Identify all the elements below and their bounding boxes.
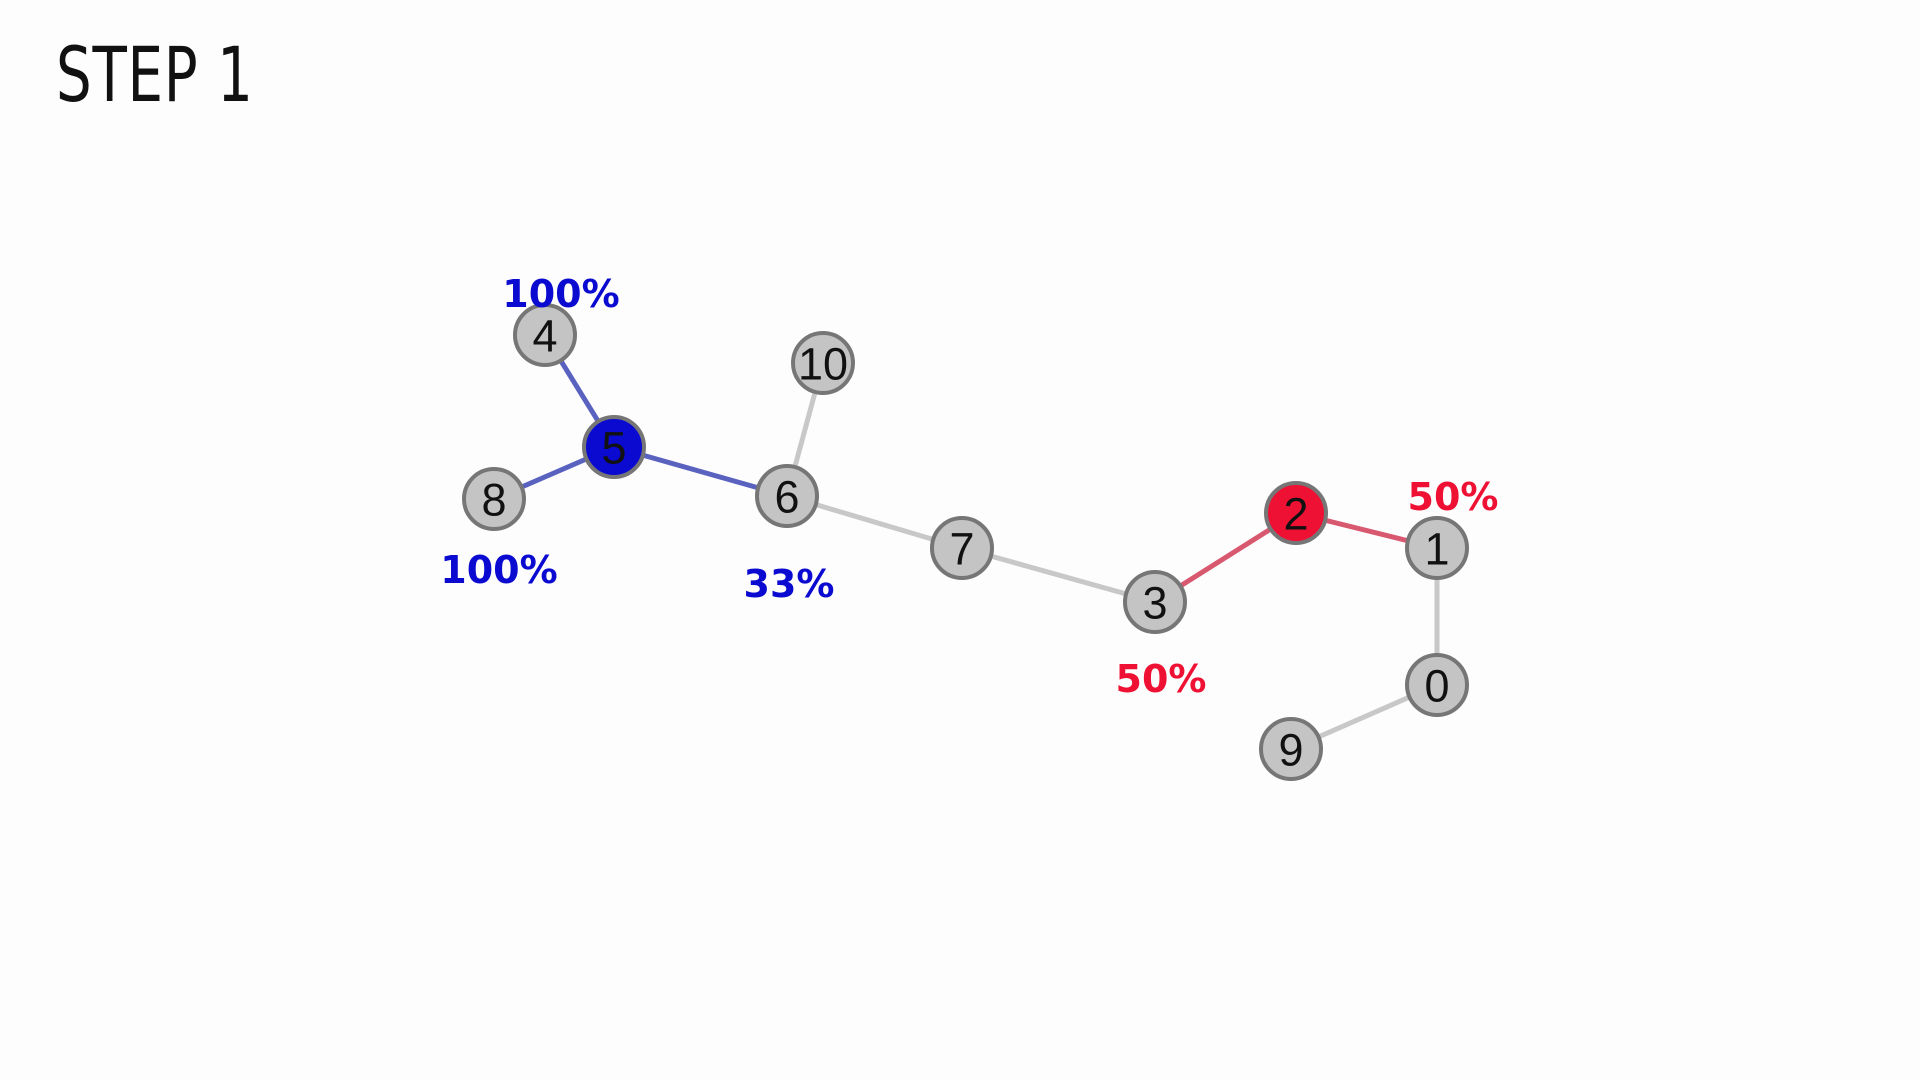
percent-label-node-6: 33% <box>744 562 835 606</box>
node-label: 5 <box>601 423 626 474</box>
percent-label-node-3: 50% <box>1116 657 1207 701</box>
percent-label-node-8: 100% <box>440 548 557 592</box>
node-label: 4 <box>532 311 557 362</box>
node-label: 7 <box>949 524 974 575</box>
node-circle <box>930 516 994 580</box>
node-circle <box>513 303 577 367</box>
node-circle <box>462 467 526 531</box>
nodes-layer: 0 1 2 3 4 5 6 7 8 9 10 <box>462 303 1469 781</box>
node-3: 3 <box>1123 570 1187 634</box>
node-circle <box>1259 717 1323 781</box>
node-circle <box>582 415 646 479</box>
node-circle <box>1405 653 1469 717</box>
edge-7-3 <box>959 545 1158 605</box>
node-7: 7 <box>930 516 994 580</box>
percent-labels-layer: 100% 100% 33% 50% 50% <box>440 272 1498 701</box>
percent-label-node-1: 50% <box>1408 475 1499 519</box>
node-label: 0 <box>1424 661 1449 712</box>
node-label: 9 <box>1278 725 1303 776</box>
node-9: 9 <box>1259 717 1323 781</box>
slide-title: STEP 1 <box>56 30 254 119</box>
node-label: 1 <box>1424 524 1449 575</box>
node-label: 2 <box>1283 489 1308 540</box>
node-label: 3 <box>1142 578 1167 629</box>
node-label: 8 <box>481 475 506 526</box>
node-circle <box>1123 570 1187 634</box>
node-circle <box>1405 516 1469 580</box>
node-label: 10 <box>798 339 848 390</box>
node-circle <box>1264 481 1328 545</box>
node-0: 0 <box>1405 653 1469 717</box>
node-circle <box>791 331 855 395</box>
percent-label-node-4: 100% <box>502 272 619 316</box>
node-5: 5 <box>582 415 646 479</box>
node-circle <box>755 464 819 528</box>
node-4: 4 <box>513 303 577 367</box>
node-2: 2 <box>1264 481 1328 545</box>
node-10: 10 <box>791 331 855 395</box>
node-1: 1 <box>1405 516 1469 580</box>
node-8: 8 <box>462 467 526 531</box>
node-label: 6 <box>774 472 799 523</box>
node-6: 6 <box>755 464 819 528</box>
